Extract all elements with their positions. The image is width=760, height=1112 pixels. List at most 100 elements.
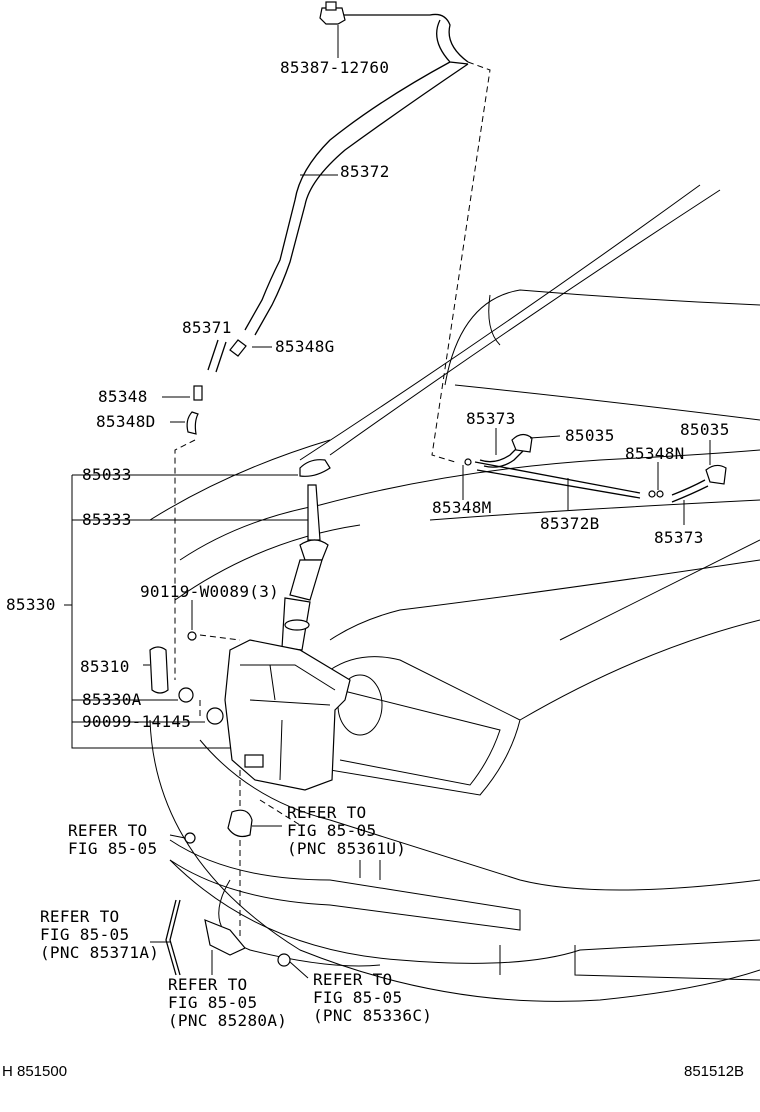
nozzle-85035b bbox=[705, 464, 727, 485]
label-90099-14145: 90099-14145 bbox=[82, 712, 192, 731]
fender-lower bbox=[519, 619, 760, 721]
refer-fig-85-05: REFER TO FIG 85-05 bbox=[68, 822, 157, 858]
label-85372B: 85372B bbox=[540, 514, 600, 533]
label-85330: 85330 bbox=[6, 595, 56, 614]
refer-85280A-line3: (PNC 85280A) bbox=[168, 1011, 288, 1030]
label-85330A: 85330A bbox=[82, 690, 142, 709]
bumper-slots bbox=[359, 860, 381, 880]
joint-85348M bbox=[464, 458, 472, 466]
refer-85336C-line3: (PNC 85336C) bbox=[313, 1006, 433, 1025]
hose-85371 bbox=[207, 339, 227, 373]
clip-85387-top bbox=[325, 1, 337, 11]
refer-fig-line2: FIG 85-05 bbox=[68, 839, 158, 858]
label-85371: 85371 bbox=[182, 318, 232, 337]
label-85333: 85333 bbox=[82, 510, 132, 529]
hood-line bbox=[454, 384, 760, 421]
hose-85373b bbox=[671, 479, 709, 503]
tank-ribs bbox=[240, 664, 336, 781]
fender-line bbox=[329, 559, 760, 641]
refer-85361U-line2: FIG 85-05 bbox=[287, 821, 377, 840]
windshield-line bbox=[299, 184, 701, 461]
bumper-top bbox=[199, 739, 760, 891]
nozzle-85033 bbox=[299, 459, 331, 477]
label-85348G: 85348G bbox=[275, 337, 335, 356]
joint-85348G bbox=[229, 339, 247, 357]
windshield-line-2 bbox=[329, 189, 721, 456]
label-85373-upper: 85373 bbox=[466, 409, 516, 428]
leader-refer5 bbox=[289, 961, 309, 979]
bumper-outline bbox=[149, 719, 760, 1002]
leader-bracket-85330 bbox=[71, 475, 230, 749]
footer-right-code: 851512B bbox=[684, 1063, 745, 1080]
fender-curve bbox=[559, 539, 760, 641]
filler-tube bbox=[289, 559, 323, 601]
grommet-85330A bbox=[178, 687, 194, 703]
label-85348D: 85348D bbox=[96, 412, 156, 431]
leader-85035a bbox=[529, 435, 561, 439]
hose-85372 bbox=[244, 61, 469, 336]
refer-85371A: REFER TO FIG 85-05 (PNC 85371A) bbox=[40, 908, 159, 962]
hood-crease bbox=[429, 499, 760, 521]
nozzle-85035a bbox=[511, 433, 533, 453]
grommet-85336C bbox=[277, 953, 291, 967]
label-85348: 85348 bbox=[98, 387, 148, 406]
a-pillar-line bbox=[444, 289, 760, 386]
hose-85348D bbox=[186, 411, 199, 435]
dash-refer1 bbox=[259, 799, 301, 826]
bumper-edge bbox=[218, 879, 381, 967]
hose-85372B bbox=[474, 461, 641, 499]
cap-85333 bbox=[307, 484, 321, 541]
bolt-90119 bbox=[187, 631, 197, 641]
dash-bolt bbox=[199, 634, 241, 641]
label-85035-left: 85035 bbox=[565, 426, 615, 445]
hood-front bbox=[149, 439, 331, 521]
refer-85371A-line1: REFER TO bbox=[40, 907, 120, 926]
headlamp-inner bbox=[339, 689, 501, 786]
label-85373-lower: 85373 bbox=[654, 528, 704, 547]
label-85348N: 85348N bbox=[625, 444, 685, 463]
pump-85280A bbox=[204, 919, 246, 956]
refer-85336C-line2: FIG 85-05 bbox=[313, 988, 403, 1007]
label-85033: 85033 bbox=[82, 465, 132, 484]
a-pillar-inner bbox=[488, 294, 501, 346]
hose-top bbox=[340, 13, 469, 65]
bumper-grille bbox=[169, 839, 521, 931]
leader-refer2 bbox=[169, 834, 186, 839]
refer-85371A-line2: FIG 85-05 bbox=[40, 925, 130, 944]
pump-85310 bbox=[149, 646, 169, 694]
label-85035-right: 85035 bbox=[680, 420, 730, 439]
joint-85348N-a bbox=[648, 490, 656, 498]
tank-mount bbox=[244, 754, 264, 768]
headlamp-outline bbox=[329, 656, 521, 796]
filler-neck bbox=[299, 539, 329, 561]
label-85348M: 85348M bbox=[432, 498, 492, 517]
footer-left-code: H 851500 bbox=[2, 1063, 68, 1080]
dash-connector bbox=[174, 439, 196, 680]
bumper-lower bbox=[169, 859, 760, 964]
hood-inner bbox=[174, 524, 361, 601]
hood-edge bbox=[179, 449, 760, 561]
hose-85373a bbox=[479, 444, 525, 468]
refer-85361U-line3: (PNC 85361U) bbox=[287, 839, 407, 858]
label-85372: 85372 bbox=[340, 162, 390, 181]
refer-85336C: REFER TO FIG 85-05 (PNC 85336C) bbox=[313, 971, 432, 1025]
clamp-85361U bbox=[227, 809, 253, 838]
hose-85371A bbox=[165, 899, 181, 976]
refer-fig-line1: REFER TO bbox=[68, 821, 148, 840]
label-90119-W0089: 90119-W0089(3) bbox=[140, 582, 280, 601]
refer-85280A: REFER TO FIG 85-05 (PNC 85280A) bbox=[168, 976, 287, 1030]
joint-85348 bbox=[193, 385, 203, 401]
label-85387-12760: 85387-12760 bbox=[280, 58, 390, 77]
joint-85348N-b bbox=[656, 490, 664, 498]
dash-hose-to-nozzle bbox=[431, 61, 491, 463]
refer-85361U-line1: REFER TO bbox=[287, 803, 367, 822]
refer-85280A-line1: REFER TO bbox=[168, 975, 248, 994]
clip-85387 bbox=[319, 7, 346, 25]
label-85310: 85310 bbox=[80, 657, 130, 676]
bumper-corner bbox=[574, 945, 760, 981]
refer-85371A-line3: (PNC 85371A) bbox=[40, 943, 160, 962]
refer-85361U: REFER TO FIG 85-05 (PNC 85361U) bbox=[287, 804, 406, 858]
filler-ring bbox=[284, 619, 310, 631]
